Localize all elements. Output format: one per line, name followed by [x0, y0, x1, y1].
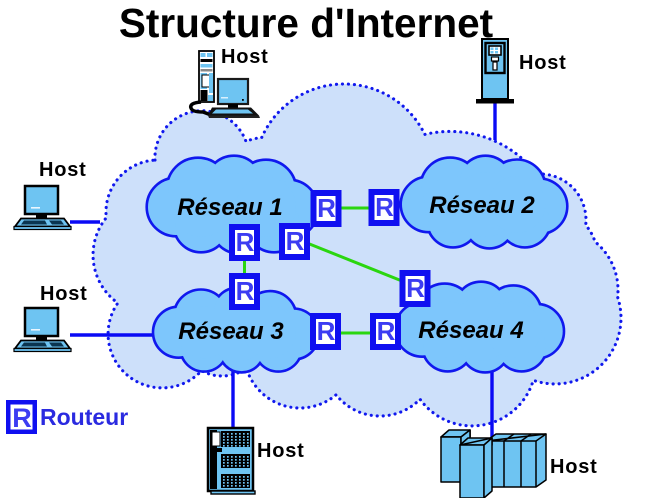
svg-text:R: R [406, 273, 425, 303]
svg-text:Réseau 3: Réseau 3 [178, 318, 284, 345]
svg-text:R: R [317, 193, 336, 223]
svg-text:R: R [236, 276, 255, 306]
svg-text:R: R [317, 316, 336, 346]
svg-text:Réseau 4: Réseau 4 [418, 317, 523, 344]
svg-text:Host: Host [40, 283, 88, 305]
svg-text:Host: Host [550, 456, 598, 478]
svg-text:Réseau 1: Réseau 1 [177, 194, 282, 221]
svg-text:Réseau 2: Réseau 2 [429, 192, 535, 219]
svg-text:R: R [236, 227, 255, 257]
svg-text:R: R [12, 403, 32, 433]
svg-text:R: R [377, 316, 396, 346]
svg-text:Structure d'Internet: Structure d'Internet [119, 0, 493, 46]
svg-text:R: R [286, 226, 305, 256]
svg-text:Routeur: Routeur [40, 404, 128, 430]
svg-text:Host: Host [519, 52, 567, 74]
svg-text:Host: Host [39, 159, 87, 181]
svg-text:R: R [375, 192, 394, 222]
svg-text:Host: Host [257, 440, 305, 462]
svg-text:Host: Host [221, 46, 269, 68]
